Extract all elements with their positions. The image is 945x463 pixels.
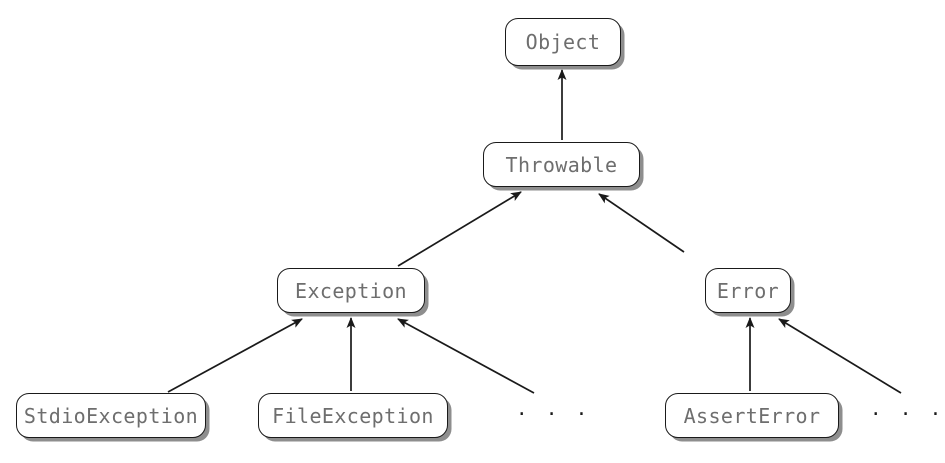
edge-exception-to-throwable <box>397 191 522 267</box>
class-node-fileexception-label: FileException <box>272 403 434 428</box>
class-node-object[interactable]: Object <box>505 18 621 66</box>
edge-more-to-exception <box>397 318 535 394</box>
class-node-error-label: Error <box>716 278 780 303</box>
class-node-object-label: Object <box>525 30 601 54</box>
class-node-exception[interactable]: Exception <box>277 268 425 313</box>
ellipsis-more-exceptions: · · · <box>516 403 591 425</box>
edge-error-to-throwable <box>598 193 685 253</box>
class-node-exception-label: Exception <box>295 278 407 303</box>
class-node-throwable[interactable]: Throwable <box>483 142 640 187</box>
class-node-error[interactable]: Error <box>705 268 791 313</box>
ellipsis-more-errors: · · · <box>870 403 945 425</box>
class-node-fileexception[interactable]: FileException <box>258 393 448 438</box>
class-node-stdioexception-label: StdioException <box>23 403 199 428</box>
class-node-asserterror[interactable]: AssertError <box>665 393 839 438</box>
edge-stdioexception-to-exception <box>167 318 303 393</box>
class-node-stdioexception[interactable]: StdioException <box>16 393 206 438</box>
edge-more-to-error <box>778 318 902 394</box>
class-node-asserterror-label: AssertError <box>683 403 821 428</box>
class-node-throwable-label: Throwable <box>505 152 618 177</box>
